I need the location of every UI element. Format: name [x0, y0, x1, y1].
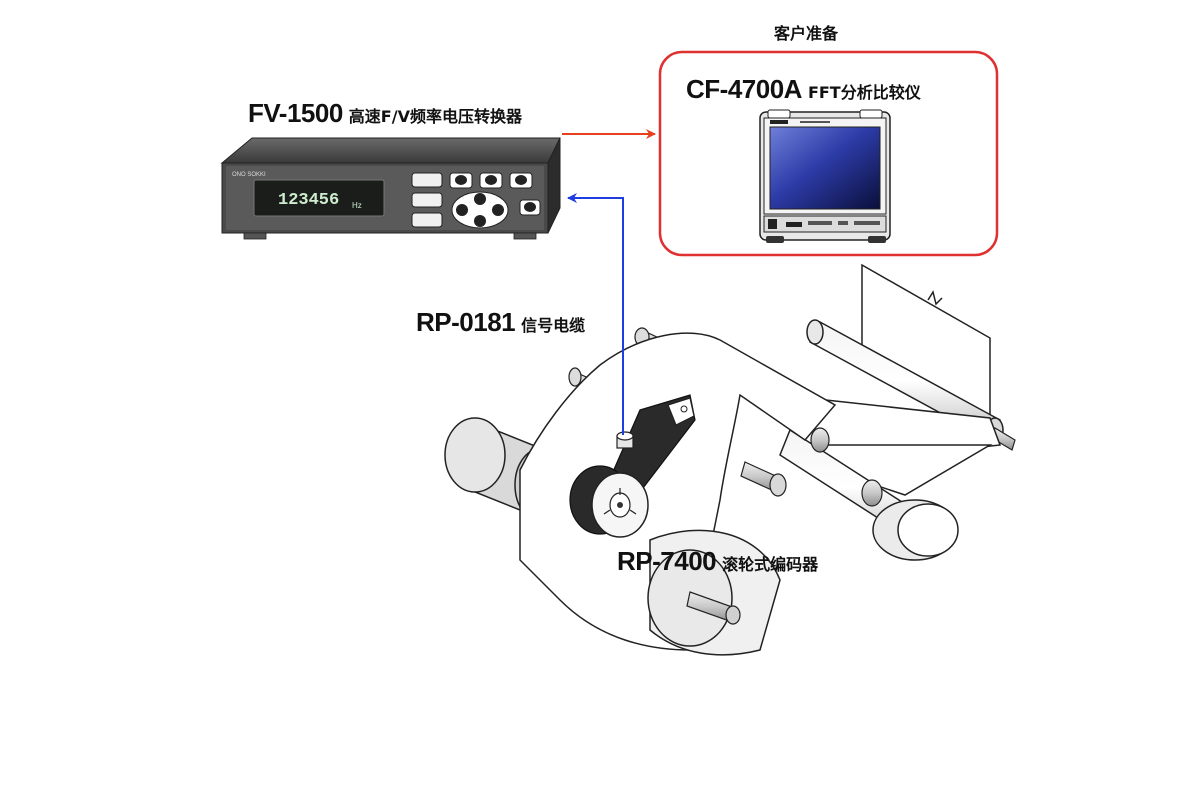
frequency-display — [253, 179, 385, 217]
analyzer-model: CF-4700A — [686, 74, 802, 104]
cable-model: RP-0181 — [416, 307, 516, 337]
analyzer-desc: FFT分析比较仪 — [807, 83, 921, 102]
converter-model: FV-1500 — [248, 98, 343, 128]
lower-roller — [647, 529, 781, 656]
right-roller-motor — [779, 427, 959, 561]
encoder-label: RP-7400 滚轮式编码器 — [617, 546, 818, 577]
roller-machine — [444, 263, 1016, 656]
display-value: 123456 — [278, 191, 339, 210]
customer-prepared-box — [658, 50, 999, 257]
analyzer-label: CF-4700A FFT分析比较仪 — [686, 74, 921, 105]
converter-desc: 高速F/V频率电压转换器 — [348, 107, 522, 126]
signal-cable-line — [567, 193, 624, 435]
fv-1500-unit: ONO SOKKI 123456 Hz — [220, 137, 561, 240]
encoder-model: RP-7400 — [617, 546, 717, 576]
cable-desc: 信号电缆 — [521, 316, 586, 335]
brand-logo: ONO SOKKI — [232, 172, 266, 178]
cf-4700a-analyzer — [759, 109, 891, 243]
roller-encoder — [569, 394, 696, 538]
dpad — [451, 191, 509, 229]
display-unit: Hz — [352, 201, 362, 210]
converter-label: FV-1500 高速F/V频率电压转换器 — [248, 98, 522, 129]
encoder-desc: 滚轮式编码器 — [722, 555, 819, 574]
cable-label: RP-0181 信号电缆 — [416, 307, 585, 338]
customer-prepared-label: 客户准备 — [774, 24, 839, 43]
